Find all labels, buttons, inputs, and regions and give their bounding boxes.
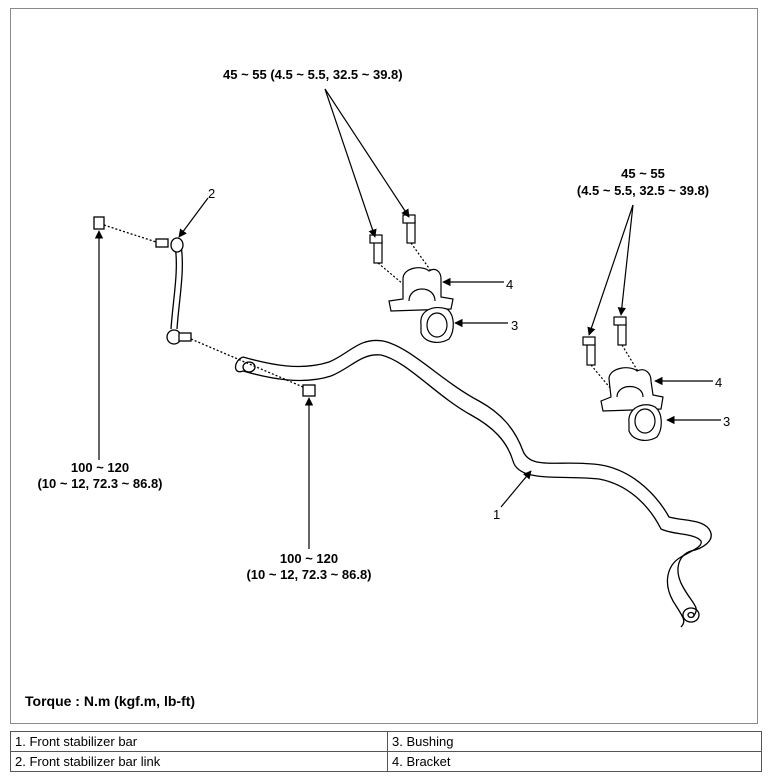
legend-cell: 1. Front stabilizer bar [10,731,388,752]
callout-2: 2 [208,186,216,201]
callout-4-left: 4 [506,277,514,292]
torque-label-link-lower-units: (10 ~ 12, 72.3 ~ 86.8) [246,567,372,582]
callout-3-right: 3 [723,414,731,429]
torque-label-link-upper-units: (10 ~ 12, 72.3 ~ 86.8) [37,476,163,491]
callout-3-left: 3 [511,318,519,333]
torque-label-link-lower-value: 100 ~ 120 [279,551,339,566]
legend-cell: 3. Bushing [387,731,762,752]
legend-cell: 2. Front stabilizer bar link [10,751,388,772]
torque-label-bracket-right-units: (4.5 ~ 5.5, 32.5 ~ 39.8) [576,183,710,198]
legend-cell: 4. Bracket [387,751,762,772]
torque-label-link-upper-value: 100 ~ 120 [70,460,130,475]
stabilizer-link [93,216,316,397]
diagram-drawing [93,88,721,628]
right-bracket-assembly [582,316,664,441]
legend-row: 2. Front stabilizer bar link 4. Bracket [10,751,762,772]
legend-row: 1. Front stabilizer bar 3. Bushing [10,731,762,752]
stabilizer-bar-diagram: 45 ~ 55 (4.5 ~ 5.5, 32.5 ~ 39.8) 45 ~ 55… [10,8,758,724]
torque-unit-note: Torque : N.m (kgf.m, lb-ft) [25,693,196,709]
stabilizer-bar [234,339,712,628]
leader-lines [94,88,721,549]
callout-1: 1 [493,507,501,522]
torque-label-bracket-left: 45 ~ 55 (4.5 ~ 5.5, 32.5 ~ 39.8) [223,67,403,82]
torque-label-bracket-right-value: 45 ~ 55 [621,166,665,181]
parts-legend-table: 1. Front stabilizer bar 3. Bushing 2. Fr… [10,731,762,772]
left-bracket-assembly [369,214,454,343]
callout-4-right: 4 [715,375,723,390]
